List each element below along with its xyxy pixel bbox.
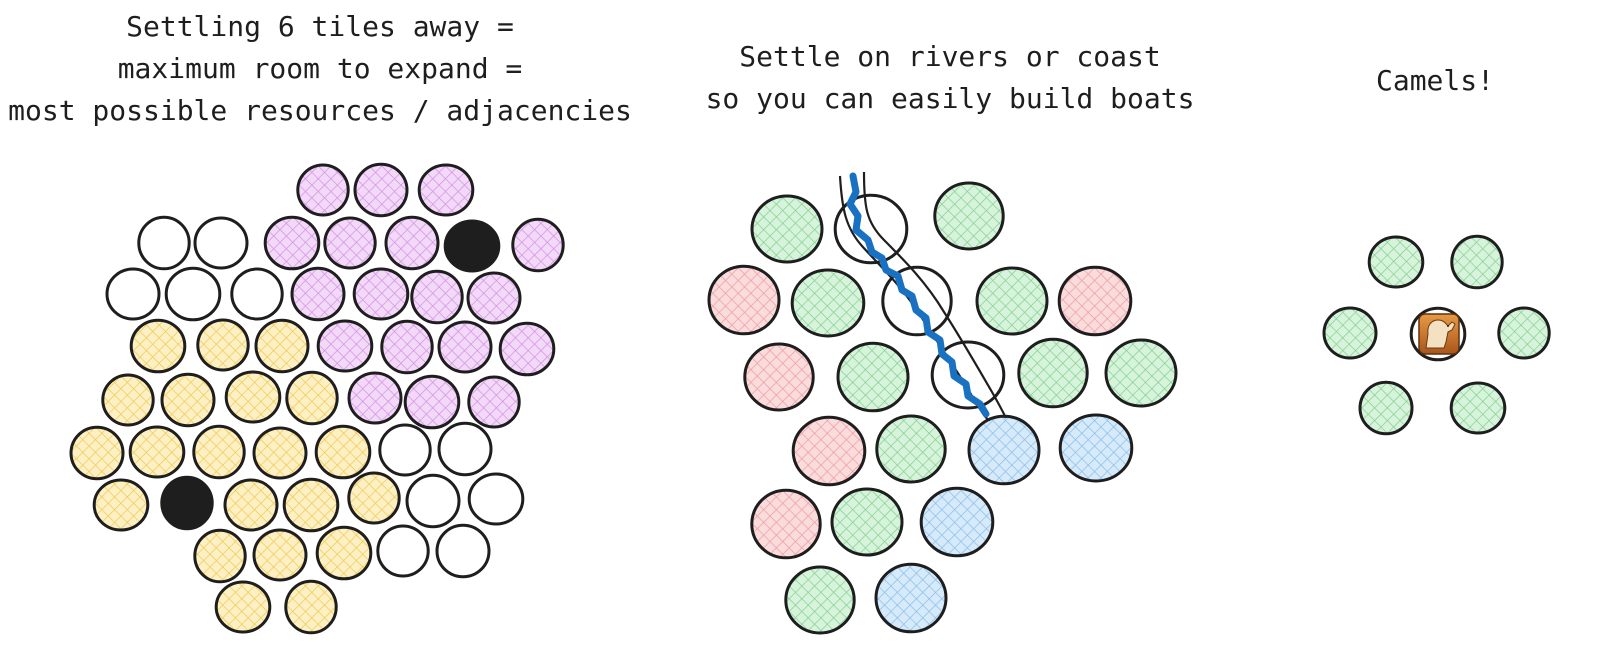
panel-title-expand: Settling 6 tiles away = maximum room to … bbox=[0, 6, 640, 132]
tile-empty bbox=[435, 523, 491, 579]
tile-yellow bbox=[254, 318, 310, 374]
tile-yellow bbox=[282, 477, 340, 533]
tile-green bbox=[1449, 381, 1507, 435]
tile-yellow bbox=[101, 373, 155, 427]
tile-yellow bbox=[193, 528, 247, 584]
tile-yellow bbox=[252, 426, 308, 480]
tiles-layer bbox=[69, 162, 1551, 635]
tile-red bbox=[750, 488, 822, 560]
tile-purple bbox=[290, 266, 346, 322]
title-line: Settling 6 tiles away = bbox=[126, 10, 514, 43]
tile-purple bbox=[403, 374, 461, 430]
tile-purple bbox=[466, 271, 522, 325]
tile-purple bbox=[417, 163, 475, 217]
tile-empty bbox=[105, 267, 161, 321]
river bbox=[838, 171, 1007, 422]
tile-yellow bbox=[315, 525, 373, 581]
tile-yellow bbox=[192, 424, 246, 480]
tile-yellow bbox=[128, 425, 186, 479]
panel-title-camels: Camels! bbox=[1330, 60, 1540, 102]
tile-green bbox=[875, 414, 947, 484]
tile-green bbox=[784, 565, 856, 635]
tile-yellow bbox=[129, 318, 187, 374]
tile-green bbox=[750, 194, 824, 264]
tile-green bbox=[1104, 338, 1178, 408]
tile-green bbox=[975, 266, 1049, 336]
tile-empty bbox=[467, 472, 525, 526]
city-tile bbox=[160, 475, 214, 531]
tile-empty bbox=[437, 421, 493, 477]
tile-blue bbox=[1058, 413, 1134, 483]
tile-purple bbox=[323, 216, 377, 270]
tile-yellow bbox=[224, 370, 282, 424]
tile-empty bbox=[137, 215, 191, 271]
tile-green bbox=[1450, 234, 1504, 290]
tile-green bbox=[790, 268, 866, 338]
tile-green bbox=[1497, 306, 1551, 360]
tile-green bbox=[933, 181, 1005, 251]
tile-empty bbox=[230, 267, 284, 321]
tile-blue bbox=[874, 562, 948, 634]
tile-green bbox=[836, 341, 910, 413]
tile-green bbox=[830, 487, 904, 557]
tile-purple bbox=[352, 267, 410, 321]
tile-purple bbox=[437, 320, 493, 374]
tile-yellow bbox=[285, 370, 339, 426]
tile-purple bbox=[263, 215, 321, 271]
tile-empty bbox=[193, 216, 249, 270]
tile-yellow bbox=[92, 478, 150, 532]
tile-green bbox=[1322, 306, 1378, 360]
tile-yellow bbox=[347, 471, 401, 525]
tile-empty bbox=[378, 423, 432, 477]
tile-purple bbox=[316, 319, 374, 373]
city-tile bbox=[443, 219, 501, 273]
tile-blue bbox=[967, 414, 1041, 486]
camel-eye bbox=[1447, 325, 1449, 327]
tile-yellow bbox=[314, 424, 372, 480]
tile-purple bbox=[380, 319, 434, 375]
tile-red bbox=[707, 264, 781, 336]
tile-purple bbox=[410, 269, 464, 325]
panel-title-rivers: Settle on rivers or coast so you can eas… bbox=[680, 36, 1220, 120]
tile-purple bbox=[467, 375, 521, 429]
tile-green bbox=[1358, 380, 1414, 436]
tile-blue bbox=[919, 486, 995, 558]
tile-purple bbox=[384, 215, 440, 271]
tile-green bbox=[1017, 337, 1089, 409]
title-line: maximum room to expand = bbox=[117, 52, 523, 85]
title-line: Settle on rivers or coast bbox=[739, 40, 1161, 73]
tile-purple bbox=[347, 371, 403, 425]
tile-yellow bbox=[214, 580, 272, 634]
title-line: most possible resources / adjacencies bbox=[8, 94, 632, 127]
tile-empty bbox=[405, 473, 461, 529]
camel-shape bbox=[1425, 319, 1456, 349]
title-line: Camels! bbox=[1375, 64, 1494, 97]
tile-yellow bbox=[252, 528, 308, 582]
tile-red bbox=[743, 342, 815, 412]
tile-empty bbox=[376, 524, 430, 578]
tile-yellow bbox=[196, 318, 250, 372]
tile-red bbox=[1057, 265, 1133, 337]
tile-purple bbox=[498, 321, 556, 377]
tile-yellow bbox=[284, 579, 338, 635]
tile-yellow bbox=[160, 372, 216, 428]
tile-yellow bbox=[223, 478, 279, 532]
tile-empty bbox=[164, 266, 222, 322]
tile-purple bbox=[353, 162, 409, 218]
tile-purple bbox=[511, 217, 565, 273]
title-line: so you can easily build boats bbox=[705, 82, 1195, 115]
tile-yellow bbox=[69, 425, 125, 481]
camel-resource bbox=[1418, 313, 1460, 355]
tile-green bbox=[1367, 235, 1425, 289]
tile-purple bbox=[296, 163, 350, 217]
tile-red bbox=[791, 415, 867, 487]
